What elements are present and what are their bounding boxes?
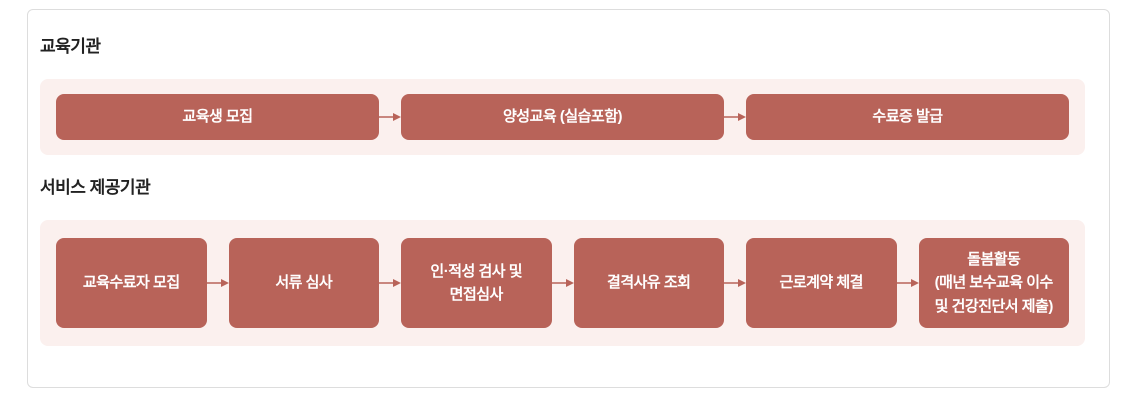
flow-step: 양성교육 (실습포함) [401, 94, 724, 140]
arrow-right-icon [724, 278, 746, 288]
flow-step: 결격사유 조회 [573, 238, 724, 328]
arrow-right-icon [896, 278, 919, 288]
flow-step: 근로계약 체결 [746, 238, 897, 328]
arrow-right-icon [379, 278, 401, 288]
section-education-institution: 교육기관 교육생 모집 양성교육 (실습포함) 수료증 발급 [40, 34, 1085, 155]
flow-step: 교육생 모집 [56, 94, 379, 140]
section-service-provider: 서비스 제공기관 교육수료자 모집 서류 심사 인·적성 검사 및 면접심사 결… [40, 175, 1085, 346]
flow-band-service: 교육수료자 모집 서류 심사 인·적성 검사 및 면접심사 결격사유 조회 근로… [40, 220, 1085, 346]
arrow-right-icon [551, 278, 574, 288]
flow-step: 인·적성 검사 및 면접심사 [401, 238, 552, 328]
process-card: 교육기관 교육생 모집 양성교육 (실습포함) 수료증 발급 서비스 제공기관 … [27, 9, 1110, 388]
flow-step: 교육수료자 모집 [56, 238, 207, 328]
arrow-right-icon [206, 278, 229, 288]
flow-band-education: 교육생 모집 양성교육 (실습포함) 수료증 발급 [40, 79, 1085, 155]
arrow-right-icon [724, 112, 746, 122]
flow-step: 수료증 발급 [746, 94, 1069, 140]
section-heading: 교육기관 [40, 37, 101, 56]
arrow-right-icon [379, 112, 401, 122]
flow-step: 돌봄활동 (매년 보수교육 이수 및 건강진단서 제출) [918, 238, 1069, 328]
section-heading: 서비스 제공기관 [40, 178, 151, 197]
flow-step: 서류 심사 [228, 238, 379, 328]
